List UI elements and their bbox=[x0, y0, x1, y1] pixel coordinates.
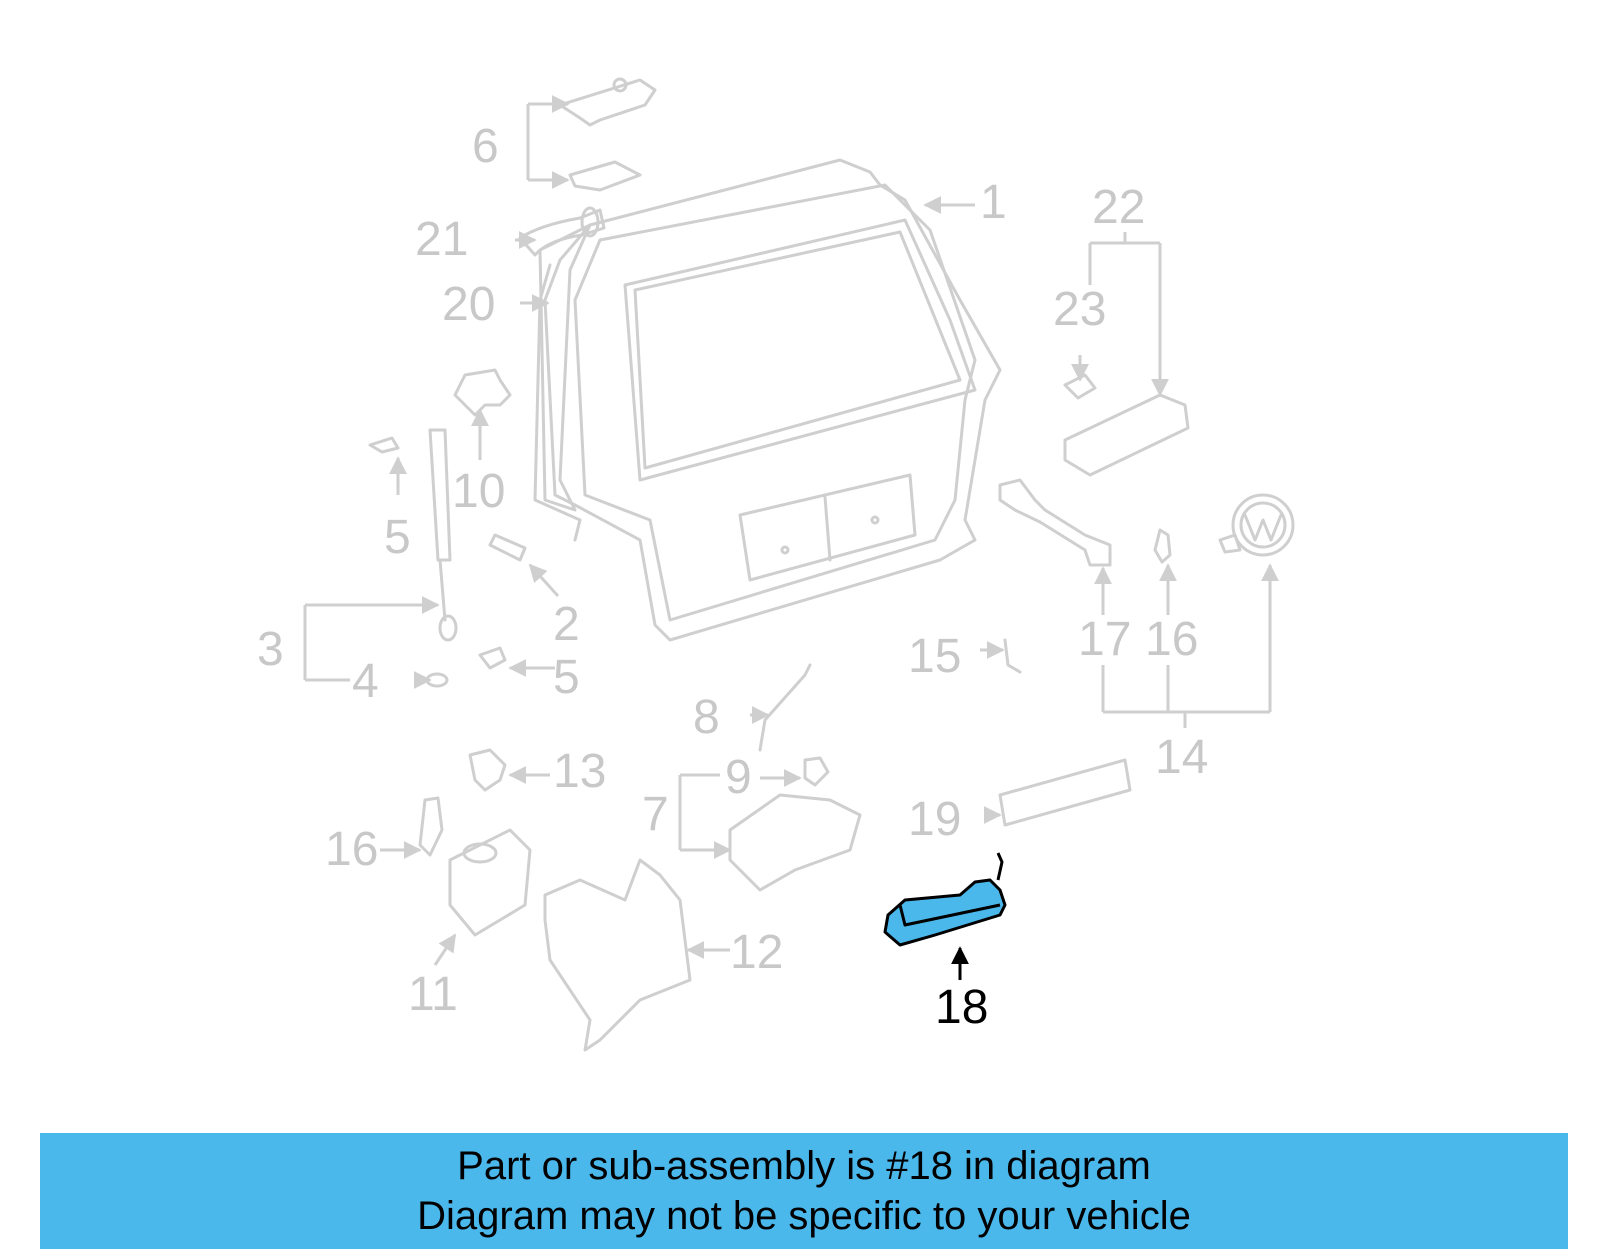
callout-23: 23 bbox=[1053, 283, 1106, 336]
callout-12: 12 bbox=[730, 926, 783, 979]
bolt-part bbox=[803, 756, 830, 787]
bracket-part bbox=[453, 368, 512, 417]
leader-lines bbox=[303, 95, 1279, 966]
callout-16-right: 16 bbox=[1145, 613, 1198, 666]
callout-11: 11 bbox=[408, 968, 458, 1021]
license-lamp-part-18 bbox=[883, 852, 1007, 947]
callout-16-left: 16 bbox=[325, 823, 378, 876]
gasket-part bbox=[998, 758, 1132, 827]
callout-2: 2 bbox=[553, 598, 580, 651]
callout-3: 3 bbox=[257, 623, 284, 676]
banner-line-1: Part or sub-assembly is #18 in diagram bbox=[457, 1144, 1151, 1188]
callout-8: 8 bbox=[693, 691, 720, 744]
callouts: 1 2 3 4 5 5 6 7 8 9 10 11 12 13 14 15 16… bbox=[257, 120, 1208, 1034]
callout-9: 9 bbox=[725, 751, 752, 804]
plate-part bbox=[543, 858, 692, 1052]
callout-1: 1 bbox=[980, 176, 1007, 229]
banner-line-2: Diagram may not be specific to your vehi… bbox=[417, 1194, 1191, 1238]
clip-right-part bbox=[1153, 528, 1172, 564]
callout-19: 19 bbox=[908, 793, 961, 846]
callout-6: 6 bbox=[472, 120, 499, 173]
callout-21: 21 bbox=[415, 213, 468, 266]
callout-14: 14 bbox=[1155, 731, 1208, 784]
callout-7: 7 bbox=[642, 788, 669, 841]
rod-part bbox=[758, 663, 812, 752]
callout-10: 10 bbox=[452, 465, 505, 518]
callout-22: 22 bbox=[1092, 181, 1145, 234]
grommet-part bbox=[518, 206, 606, 257]
callout-4: 4 bbox=[352, 655, 379, 708]
info-banner: Part or sub-assembly is #18 in diagram D… bbox=[40, 1133, 1568, 1249]
pin-part bbox=[488, 533, 527, 562]
callout-18: 18 bbox=[935, 981, 988, 1034]
callout-13: 13 bbox=[553, 745, 606, 798]
emblem-part bbox=[1218, 493, 1295, 557]
hinge-part bbox=[558, 77, 657, 192]
actuator-part bbox=[418, 748, 532, 937]
lamp-housing-part bbox=[1063, 373, 1190, 477]
seal-part bbox=[533, 263, 582, 542]
switch-part bbox=[998, 478, 1112, 567]
callout-17: 17 bbox=[1078, 613, 1131, 666]
strut-part bbox=[368, 428, 507, 688]
tailgate-part bbox=[538, 158, 1002, 642]
clip-part bbox=[1003, 638, 1022, 674]
callout-5-lower: 5 bbox=[553, 651, 580, 704]
callout-5-upper: 5 bbox=[384, 511, 411, 564]
callout-15: 15 bbox=[908, 630, 961, 683]
latch-part bbox=[728, 793, 862, 892]
callout-20: 20 bbox=[442, 278, 495, 331]
